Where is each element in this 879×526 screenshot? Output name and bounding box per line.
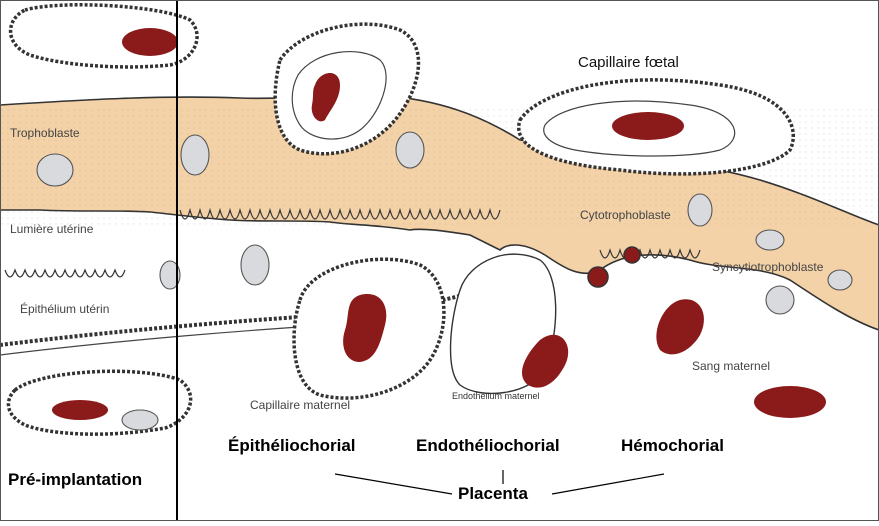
capillary-pre-bottom xyxy=(8,371,190,434)
placenta-line-left xyxy=(335,474,452,494)
label-endotheliochorial: Endothéliochorial xyxy=(416,436,560,456)
label-epithelium-uterin: Épithélium utérin xyxy=(20,302,109,316)
uterine-epithelium xyxy=(5,270,125,277)
label-cytotrophoblaste: Cytotrophoblaste xyxy=(580,208,671,222)
label-capillaire-foetal: Capillaire fœtal xyxy=(578,54,679,71)
label-hemochorial: Hémochorial xyxy=(621,436,724,456)
label-epitheliochorial: Épithéliochorial xyxy=(228,436,356,456)
label-pre-implantation: Pré-implantation xyxy=(8,470,142,490)
blood-cell xyxy=(52,400,108,420)
blood-cell xyxy=(656,299,704,354)
label-trophoblaste: Trophoblaste xyxy=(10,126,80,140)
label-endothelium-maternel: Endothélium maternel xyxy=(452,391,540,401)
label-capillaire-maternel: Capillaire maternel xyxy=(250,398,350,412)
label-sang-maternel: Sang maternel xyxy=(692,359,770,373)
label-syncytiotrophoblaste: Syncytiotrophoblaste xyxy=(712,260,823,274)
blood-cell xyxy=(612,112,684,140)
blood-cell xyxy=(624,247,640,263)
blood-cell xyxy=(588,267,608,287)
blood-cell xyxy=(754,386,826,418)
placenta-line-right xyxy=(552,474,664,494)
blood-cell xyxy=(122,28,178,56)
label-placenta: Placenta xyxy=(458,484,528,504)
label-lumiere-uterine: Lumière utérine xyxy=(10,222,93,236)
